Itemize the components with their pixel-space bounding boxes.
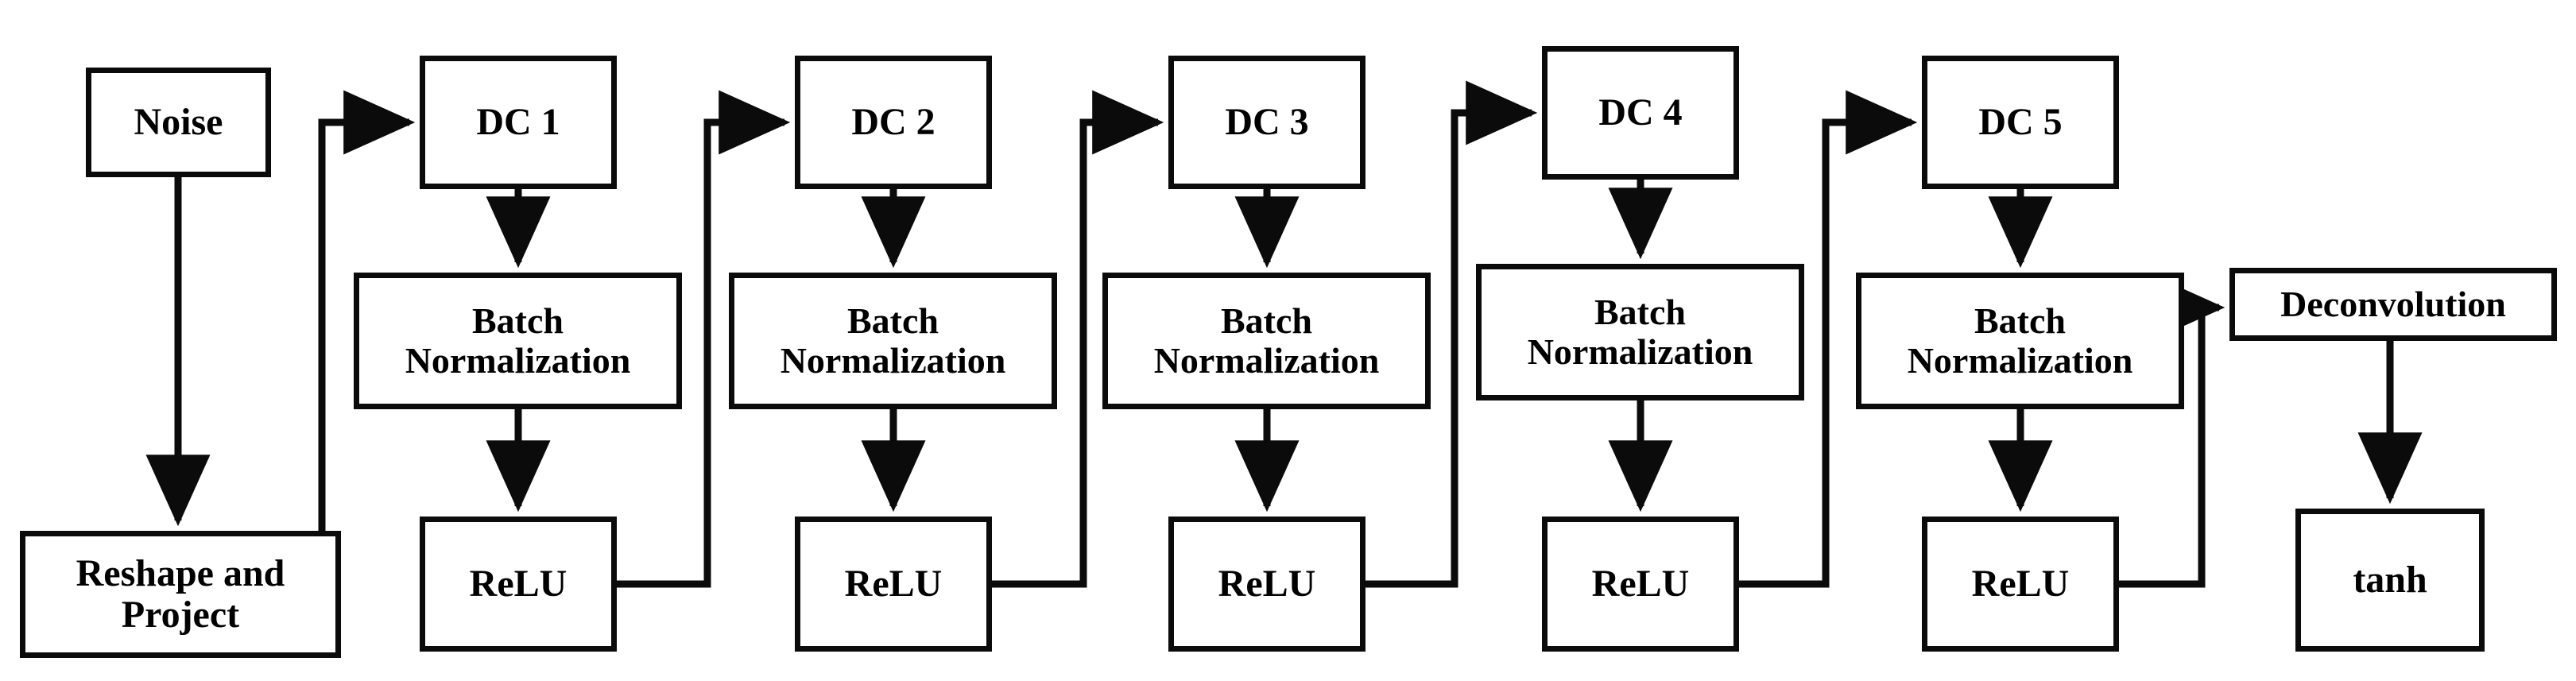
node-dc-1-label: DC 1: [476, 101, 560, 144]
node-dc-5[interactable]: DC 5: [1922, 56, 2119, 189]
node-dc-5-label: DC 5: [1978, 101, 2063, 144]
edge-relu3-to-dc4: [1365, 80, 1538, 588]
node-batch-normalization-5-label: Batch Normalization: [1907, 300, 2133, 381]
node-deconvolution[interactable]: Deconvolution: [2229, 268, 2557, 341]
node-batch-normalization-4[interactable]: Batch Normalization: [1476, 264, 1804, 400]
node-reshape-and-project-label: Reshape and Project: [76, 552, 285, 636]
node-batch-normalization-5[interactable]: Batch Normalization: [1856, 273, 2184, 409]
node-relu-2[interactable]: ReLU: [795, 517, 992, 652]
edge-relu2-to-dc3: [992, 90, 1164, 588]
node-dc-3[interactable]: DC 3: [1168, 56, 1365, 189]
node-relu-4[interactable]: ReLU: [1542, 517, 1739, 652]
node-noise[interactable]: Noise: [86, 68, 271, 177]
node-relu-2-label: ReLU: [844, 563, 943, 606]
node-dc-1[interactable]: DC 1: [420, 56, 617, 189]
node-batch-normalization-2[interactable]: Batch Normalization: [729, 273, 1057, 409]
node-batch-normalization-4-label: Batch Normalization: [1527, 292, 1753, 372]
node-batch-normalization-1-label: Batch Normalization: [405, 300, 631, 381]
edge-relu4-to-dc5: [1739, 90, 1918, 588]
node-reshape-and-project[interactable]: Reshape and Project: [20, 531, 341, 658]
node-dc-4-label: DC 4: [1598, 91, 1683, 134]
node-deconvolution-label: Deconvolution: [2280, 284, 2506, 325]
node-tanh-label: tanh: [2353, 559, 2427, 602]
node-relu-1[interactable]: ReLU: [420, 517, 617, 652]
node-relu-5-label: ReLU: [1971, 563, 2070, 606]
node-relu-4-label: ReLU: [1591, 563, 1690, 606]
node-batch-normalization-3[interactable]: Batch Normalization: [1102, 273, 1431, 409]
node-dc-2-label: DC 2: [851, 101, 935, 144]
node-relu-5[interactable]: ReLU: [1922, 517, 2119, 652]
node-noise-label: Noise: [134, 101, 223, 144]
node-dc-2[interactable]: DC 2: [795, 56, 992, 189]
node-relu-3-label: ReLU: [1218, 563, 1316, 606]
node-relu-3[interactable]: ReLU: [1168, 517, 1365, 652]
node-batch-normalization-2-label: Batch Normalization: [780, 300, 1006, 381]
node-dc-4[interactable]: DC 4: [1542, 46, 1739, 180]
node-dc-3-label: DC 3: [1225, 101, 1309, 144]
node-tanh[interactable]: tanh: [2295, 509, 2485, 652]
edge-relu5-to-deconvolution: [2119, 275, 2225, 588]
node-relu-1-label: ReLU: [469, 563, 567, 606]
edge-reshape-to-dc1: [318, 90, 416, 531]
edge-relu1-to-dc2: [617, 90, 791, 588]
node-batch-normalization-1[interactable]: Batch Normalization: [354, 273, 682, 409]
node-batch-normalization-3-label: Batch Normalization: [1153, 300, 1380, 381]
